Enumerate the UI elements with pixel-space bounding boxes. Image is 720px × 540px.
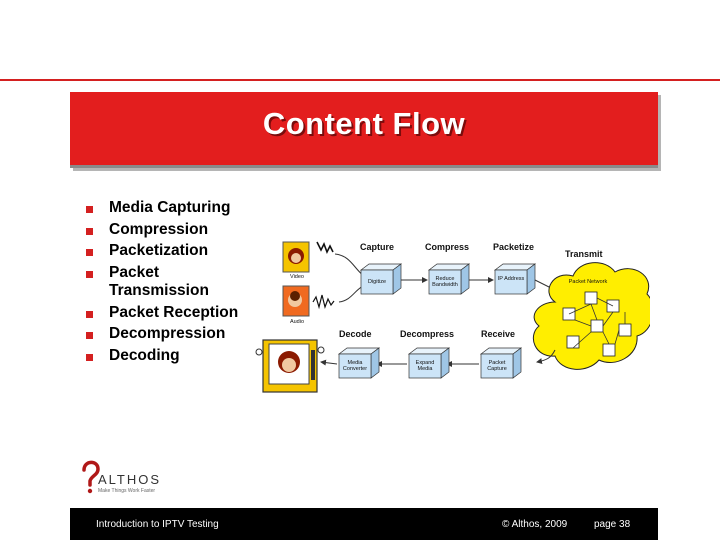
diagram-graphics	[255, 241, 650, 393]
video-camera-icon	[282, 241, 310, 273]
bullet-square-icon	[86, 353, 93, 361]
footer-page-number: page 38	[594, 519, 631, 530]
box-label-reduce-bandwidth: Reduce Bandwidth	[432, 276, 458, 288]
bullet-square-icon	[86, 332, 93, 339]
cloud-label: Packet Network	[568, 279, 608, 285]
label-packetize: Packetize	[493, 242, 535, 252]
bullet-square-icon	[86, 270, 93, 278]
content-flow-diagram: Capture Compress Packetize Transmit Deco…	[255, 232, 650, 407]
logo-tagline: Make Things Work Faster	[98, 488, 156, 494]
bullet-square-icon	[86, 206, 93, 213]
flow-arrow	[536, 349, 556, 364]
footer-copyright: © Althos, 2009	[502, 519, 568, 530]
packet-capture-box	[479, 347, 523, 379]
television-icon	[255, 339, 325, 393]
flow-arrow	[320, 359, 338, 366]
bullet-square-icon	[86, 227, 93, 235]
box-label-media-converter: Media Converter	[342, 360, 368, 372]
althos-logo-icon	[82, 460, 100, 494]
label-transmit: Transmit	[565, 249, 603, 259]
footer-bar: Introduction to IPTV Testing © Althos, 2…	[70, 508, 658, 540]
bullet-square-icon	[86, 310, 93, 318]
bullet-square-icon	[86, 249, 93, 256]
bullet-item: Media Capturing	[84, 199, 244, 218]
slide-title: Content Flow	[262, 106, 466, 141]
bullet-list: Media Capturing Compression Packetizatio…	[84, 199, 244, 368]
bullet-item: Compression	[84, 221, 244, 240]
logo-name: ALTHOS	[98, 472, 162, 487]
footer-title: Introduction to IPTV Testing	[96, 519, 219, 530]
box-label-ip-address: IP Address	[497, 276, 525, 282]
label-decode: Decode	[339, 329, 372, 339]
digitize-box	[359, 263, 403, 295]
label-decompress: Decompress	[400, 329, 455, 339]
audio-signal-icon	[312, 294, 335, 310]
bullet-item: Packet Transmission	[84, 264, 244, 301]
bullet-item: Decoding	[84, 347, 244, 366]
microphone-icon	[282, 285, 310, 317]
source-label-video: Video	[290, 274, 304, 280]
box-label-packet-capture: Packet Capture	[487, 360, 507, 372]
label-receive: Receive	[481, 329, 516, 339]
ip-address-box	[493, 263, 537, 295]
packet-network-cloud	[533, 262, 650, 370]
expand-media-box	[407, 347, 451, 379]
label-capture: Capture	[360, 242, 395, 252]
top-rule	[0, 79, 720, 81]
source-label-audio: Audio	[289, 319, 305, 325]
box-label-expand-media: Expand Media	[415, 360, 435, 372]
bullet-item: Decompression	[84, 325, 244, 344]
box-label-digitize: Digitize	[367, 279, 387, 285]
media-converter-box	[337, 347, 381, 379]
title-bar: Content Flow	[70, 92, 658, 168]
bullet-item: Packetization	[84, 242, 244, 261]
video-signal-icon	[316, 241, 334, 254]
label-compress: Compress	[425, 242, 470, 252]
reduce-bandwidth-box	[427, 263, 471, 295]
bullet-item: Packet Reception	[84, 304, 244, 323]
